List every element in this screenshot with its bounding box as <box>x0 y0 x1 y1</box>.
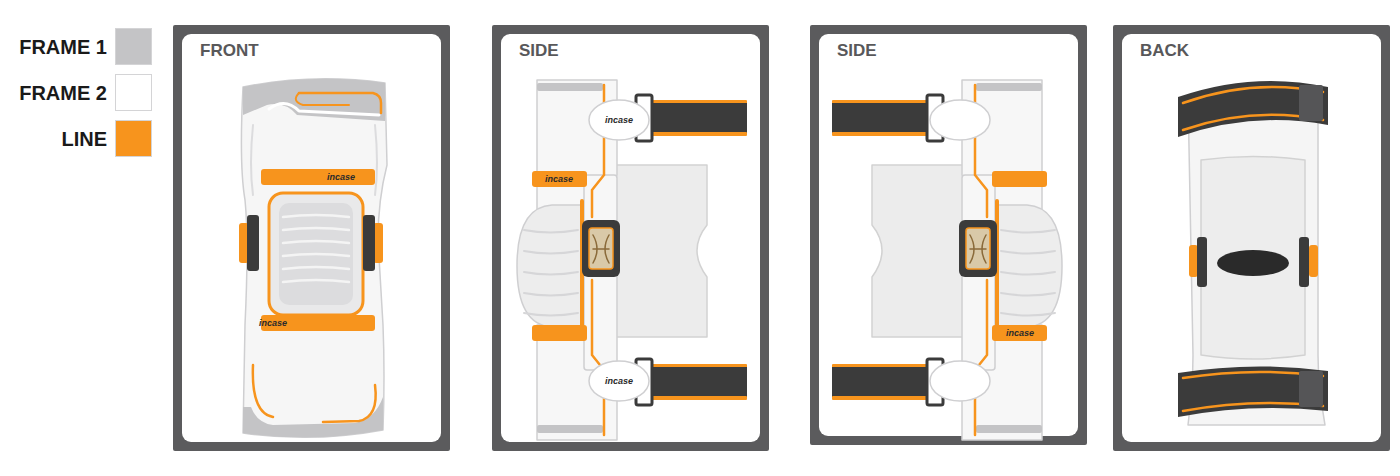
brand-logo: incase <box>605 376 633 386</box>
brace-illustration <box>1113 25 1390 451</box>
brand-logo: incase <box>545 174 573 184</box>
brace-illustration <box>492 25 769 451</box>
view-title: FRONT <box>200 41 259 61</box>
legend-label: FRAME 1 <box>19 35 107 58</box>
view-title: SIDE <box>837 41 877 61</box>
brand-logo: incase <box>259 318 287 328</box>
view-panel: FRONT <box>173 25 450 451</box>
view-panel: BACK <box>1113 25 1390 451</box>
legend-label: FRAME 2 <box>19 81 107 104</box>
view-title: BACK <box>1140 41 1189 61</box>
legend-swatch <box>115 74 152 111</box>
brand-logo: incase <box>327 172 355 182</box>
brace-illustration <box>810 25 1087 445</box>
legend-swatch <box>115 120 152 157</box>
legend-label: LINE <box>61 127 107 150</box>
view-panel: SIDE <box>492 25 769 451</box>
view-title: SIDE <box>519 41 559 61</box>
legend-swatch <box>115 28 152 65</box>
brand-logo: incase <box>605 115 633 125</box>
brand-logo: incase <box>1006 328 1034 338</box>
view-panel: SIDE <box>810 25 1087 445</box>
brace-illustration <box>173 25 450 451</box>
